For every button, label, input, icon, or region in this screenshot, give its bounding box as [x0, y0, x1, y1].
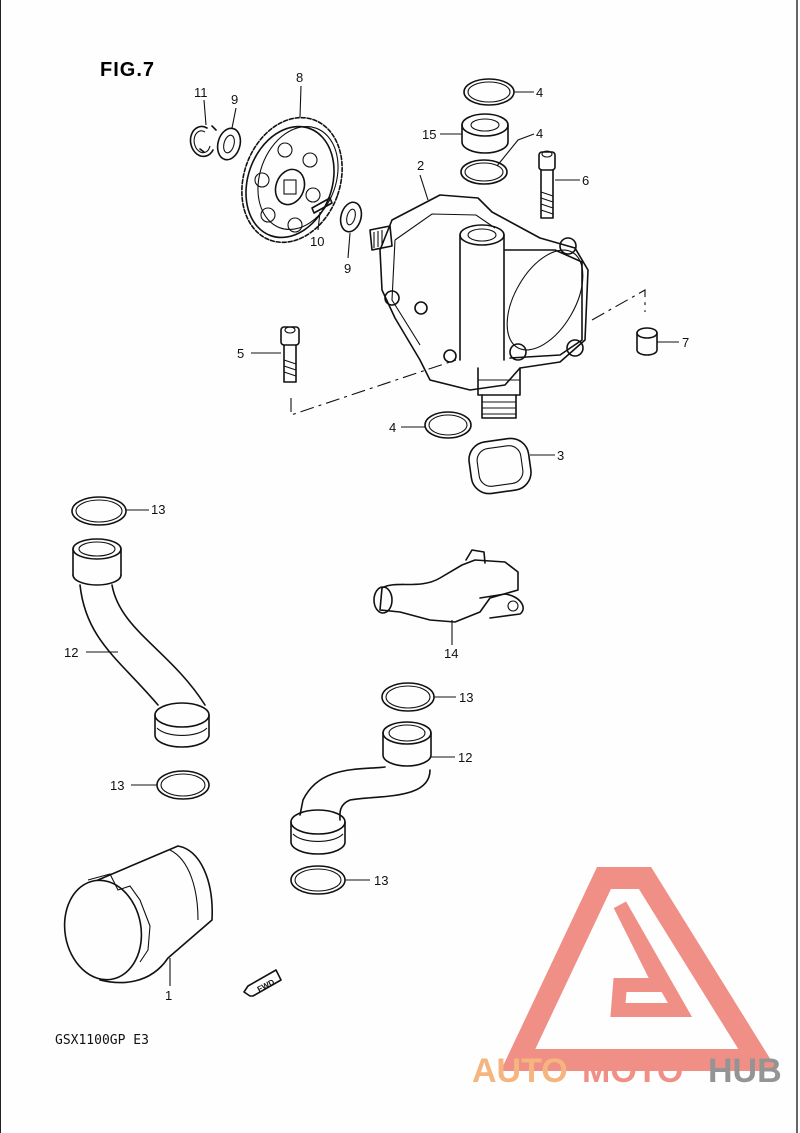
callout-13-c: 13: [110, 778, 124, 793]
callout-12-b: 12: [458, 750, 472, 765]
part-oil-pipe-bracket: [373, 549, 524, 623]
callout-9-upper: 9: [231, 92, 238, 107]
callout-13-a: 13: [151, 502, 165, 517]
part-washer-upper: [216, 127, 242, 161]
watermark-brand-hub: HUB: [708, 1052, 782, 1090]
part-o-ring-pipe-b-top: [381, 682, 435, 712]
part-oil-pipe-a: [72, 538, 210, 748]
callout-4-second: 4: [536, 126, 543, 141]
part-washer-lower: [339, 201, 363, 233]
part-o-ring-pipe-b-bottom: [290, 865, 346, 895]
part-o-ring-lower: [424, 411, 472, 439]
part-bolt-lower: [280, 326, 300, 383]
callout-11: 11: [194, 85, 208, 100]
part-oil-pump-assembly: [369, 194, 589, 419]
callout-1: 1: [165, 988, 172, 1003]
part-oil-filter: [63, 845, 213, 984]
callout-4-lower: 4: [389, 420, 396, 435]
part-circlip: [189, 125, 217, 158]
callout-13-d: 13: [374, 873, 388, 888]
fwd-arrow-icon: FWD: [243, 969, 282, 997]
watermark-triangle-icon: [500, 867, 778, 1071]
callout-14: 14: [444, 646, 458, 661]
part-o-ring-second: [460, 159, 508, 185]
part-o-ring-pipe-a-bottom: [156, 770, 210, 800]
callout-9-lower: 9: [344, 261, 351, 276]
leader-lines: [86, 85, 679, 986]
part-collar: [461, 113, 509, 154]
callout-5: 5: [237, 346, 244, 361]
watermark-brand-auto: AUTO: [472, 1052, 568, 1090]
alignment-line-bolt: [290, 359, 457, 416]
part-gasket: [468, 437, 532, 495]
callout-10: 10: [310, 234, 324, 249]
part-o-ring-top: [463, 78, 515, 106]
callout-7: 7: [682, 335, 689, 350]
part-pin: [311, 197, 333, 214]
callout-13-b: 13: [459, 690, 473, 705]
callout-6: 6: [582, 173, 589, 188]
watermark-brand-moto: MOTO: [582, 1052, 683, 1090]
part-o-ring-pipe-a-top: [71, 496, 127, 526]
callout-3: 3: [557, 448, 564, 463]
part-bolt-upper: [538, 150, 556, 219]
callout-12-a: 12: [64, 645, 78, 660]
part-dowel: [636, 327, 658, 356]
callout-8: 8: [296, 70, 303, 85]
callout-2: 2: [417, 158, 424, 173]
callout-4-top: 4: [536, 85, 543, 100]
part-oil-pipe-b: [290, 721, 432, 855]
figure-title: FIG.7: [100, 59, 155, 81]
callout-15: 15: [422, 127, 436, 142]
part-oil-pump-gear: [241, 116, 343, 244]
watermark-logo: AUTO MOTO HUB: [472, 867, 782, 1090]
watermark-m-mark-icon: [610, 901, 693, 1017]
alignment-line-dowel: [591, 289, 646, 321]
model-designation: GSX1100GP E3: [55, 1033, 149, 1048]
